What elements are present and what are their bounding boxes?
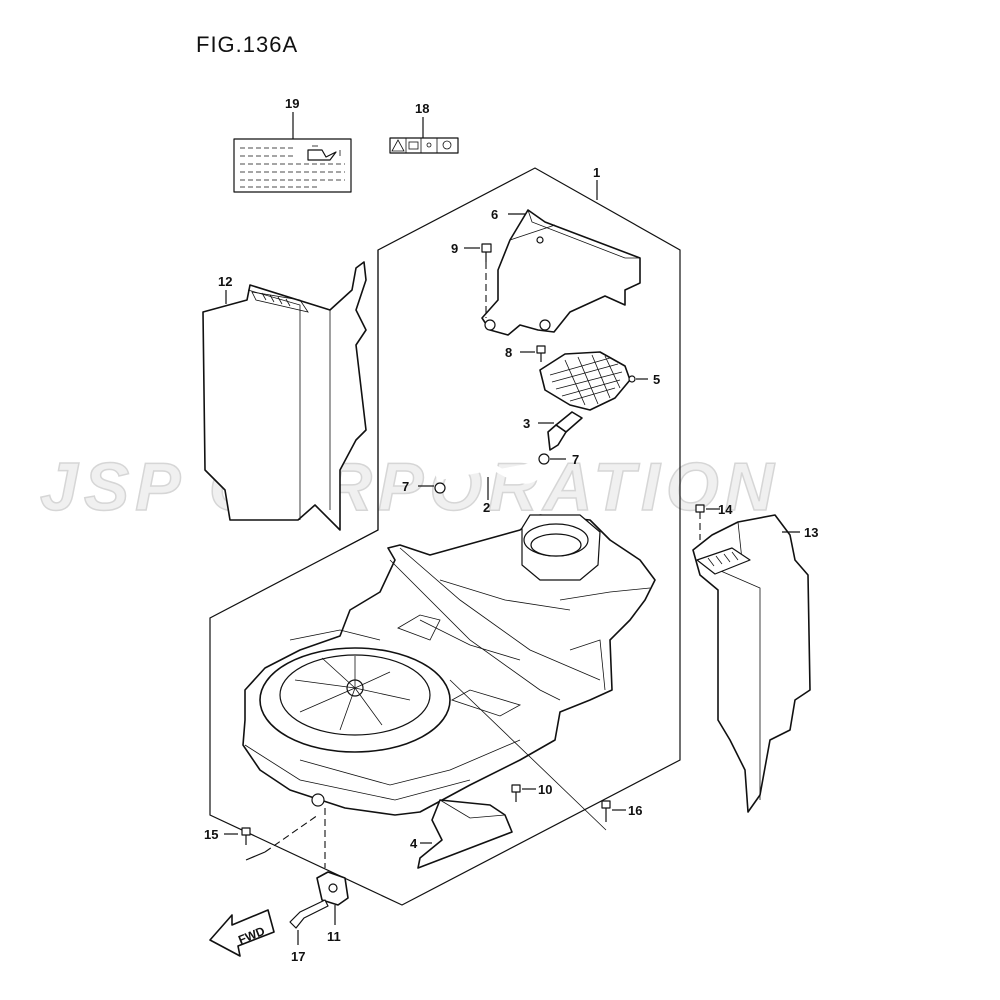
clamp-7a — [538, 453, 566, 465]
bottom-bracket-4 — [417, 799, 513, 869]
warning-strip-18 — [389, 117, 459, 154]
bolt-16 — [449, 679, 626, 831]
callout-5: 5 — [653, 372, 660, 387]
callout-9: 9 — [451, 241, 458, 256]
callout-13: 13 — [804, 525, 818, 540]
callout-10: 10 — [538, 782, 552, 797]
bolt-14 — [695, 504, 720, 540]
callout-16: 16 — [628, 803, 642, 818]
assembly-outline — [209, 167, 681, 906]
filter-screen-5 — [539, 351, 648, 411]
mount-11 — [311, 793, 349, 925]
callout-8: 8 — [505, 345, 512, 360]
bolt-10 — [511, 784, 536, 802]
callout-4: 4 — [410, 836, 418, 851]
clamp-7b — [418, 482, 446, 494]
callout-2: 2 — [483, 500, 490, 515]
callout-7-upper: 7 — [572, 452, 579, 467]
callout-6: 6 — [491, 207, 498, 222]
fwd-arrow-icon: FWD — [209, 909, 275, 957]
callout-15: 15 — [204, 827, 218, 842]
label-sticker-19 — [233, 112, 352, 193]
callout-19: 19 — [285, 96, 299, 111]
part-12-outline — [339, 250, 379, 551]
callout-18: 18 — [415, 101, 429, 116]
side-panel-13 — [692, 514, 811, 813]
bolt-9 — [464, 243, 492, 318]
bolt-8 — [520, 345, 546, 362]
callout-7-lower: 7 — [402, 479, 409, 494]
callout-3: 3 — [523, 416, 530, 431]
fitting-3 — [538, 411, 583, 451]
side-panel-12 — [202, 261, 367, 531]
figure-title: FIG.136A — [196, 32, 298, 57]
callout-14: 14 — [718, 502, 733, 517]
callout-17: 17 — [291, 949, 305, 964]
main-housing — [242, 180, 656, 816]
callout-11: 11 — [327, 929, 341, 944]
callout-12: 12 — [218, 274, 232, 289]
callout-1: 1 — [593, 165, 600, 180]
bolt-15 — [224, 814, 319, 861]
oil-can-icon — [307, 145, 341, 161]
warning-triangle-icon — [391, 139, 405, 152]
watermark: JSP CORPORATION — [40, 449, 780, 525]
hose-2 — [433, 443, 551, 500]
bolt-17 — [289, 899, 329, 945]
upper-cover-6 — [481, 209, 641, 336]
